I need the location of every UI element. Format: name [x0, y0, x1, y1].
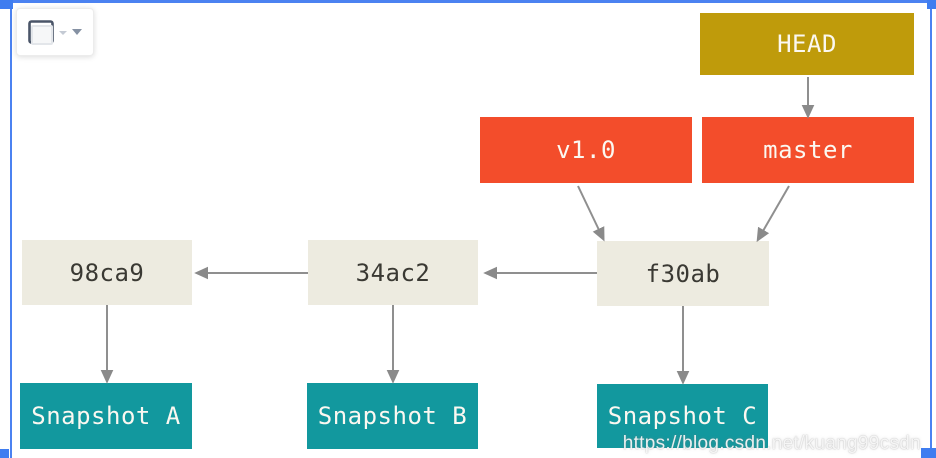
node-snapshot-b: Snapshot B: [307, 383, 478, 449]
resize-handle-bottom-right[interactable]: [921, 448, 936, 458]
arrow-master-to-f30ab: [756, 185, 790, 243]
selection-border-left: [10, 0, 12, 458]
node-branch-master: master: [702, 117, 914, 183]
resize-handle-top-right[interactable]: [927, 0, 936, 9]
resize-handle-bottom-left[interactable]: [0, 449, 9, 458]
resize-handle-top-left[interactable]: [0, 0, 13, 9]
node-snapshot-c: Snapshot C: [597, 384, 768, 448]
image-tool-button[interactable]: [10, 8, 94, 61]
image-ghost-icon: [31, 25, 53, 45]
node-commit-34ac2: 34ac2: [308, 240, 478, 305]
node-commit-98ca9: 98ca9: [22, 240, 192, 305]
selection-border-top: [0, 0, 930, 3]
selection-border-right: [930, 0, 932, 458]
chevron-down-icon: [59, 31, 67, 35]
node-snapshot-a: Snapshot A: [20, 383, 192, 449]
node-tag-v1-0: v1.0: [480, 117, 692, 183]
node-head: HEAD: [700, 13, 914, 75]
node-commit-f30ab: f30ab: [597, 241, 769, 306]
arrow-v1-0-to-f30ab: [577, 185, 605, 242]
dropdown-chevron-icon[interactable]: [72, 29, 82, 35]
